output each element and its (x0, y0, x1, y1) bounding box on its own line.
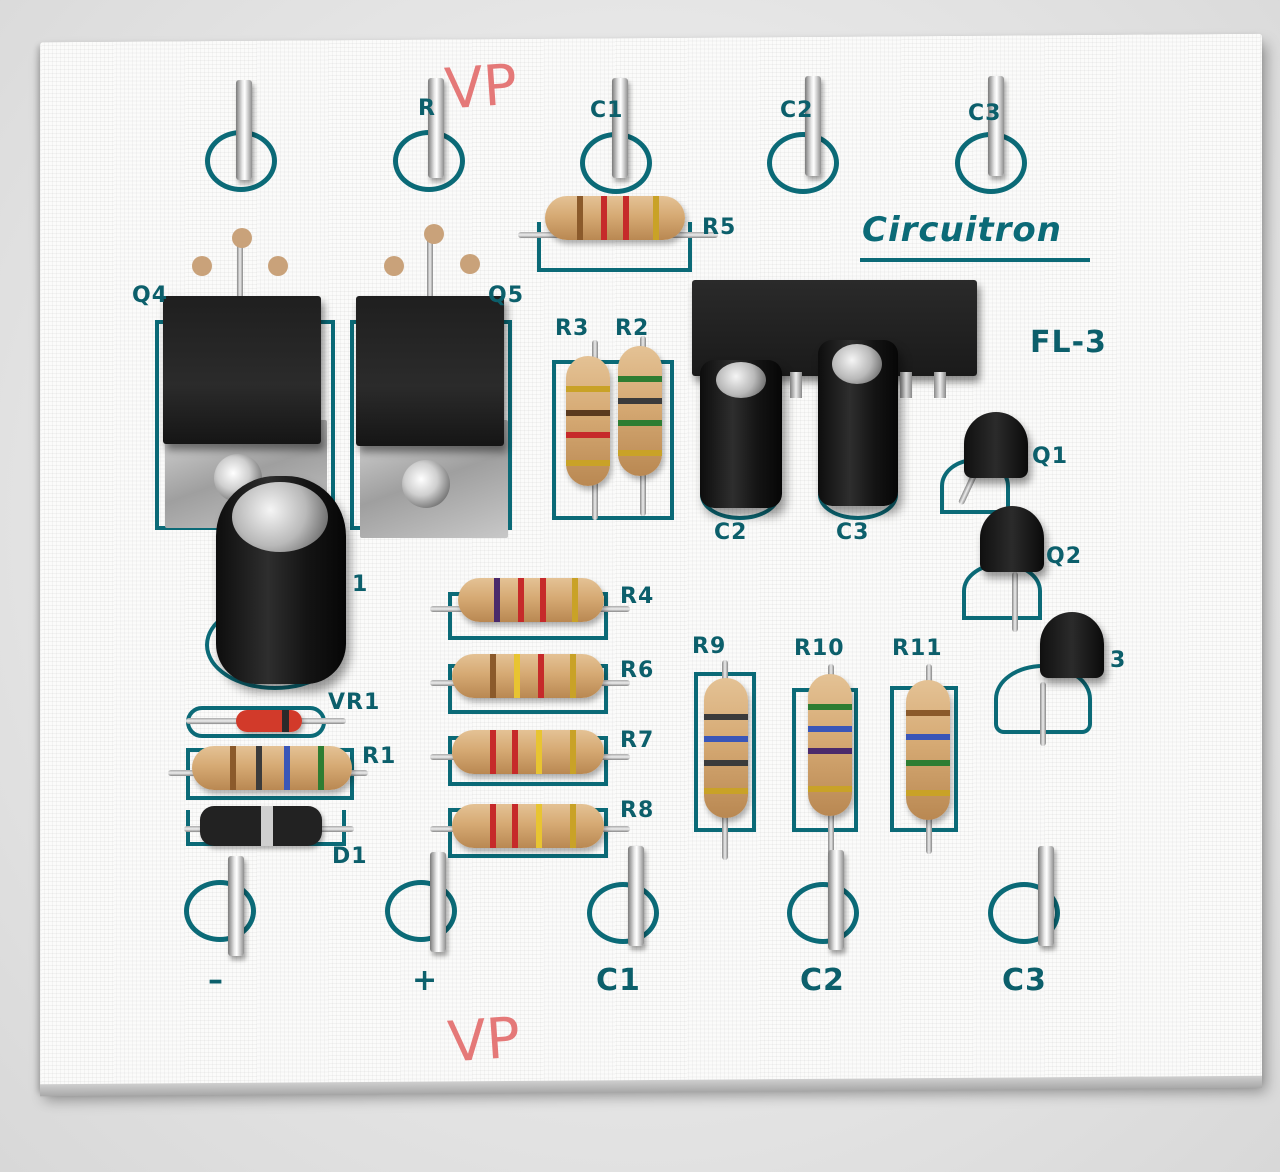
transistor-q1 (964, 412, 1028, 478)
label-q1: Q1 (1032, 444, 1069, 469)
label-q2: Q2 (1046, 544, 1083, 569)
resistor-r7 (452, 730, 604, 774)
pin-bottom-3 (628, 846, 644, 946)
transistor-q5 (356, 296, 504, 446)
lead-q3 (1040, 682, 1046, 746)
label-r7: R7 (620, 728, 655, 753)
pad-bottom-2 (385, 880, 457, 942)
diode-d1 (200, 806, 322, 846)
label-q3: 3 (1110, 648, 1127, 673)
label-r9: R9 (692, 634, 727, 659)
label-q4: Q4 (132, 283, 169, 308)
label-r6: R6 (620, 658, 655, 683)
label-r2: R2 (615, 316, 650, 341)
screw-q5 (402, 460, 450, 508)
pad-bottom-5 (988, 882, 1060, 944)
model-label: FL-3 (1030, 325, 1107, 360)
transistor-q2 (980, 506, 1044, 572)
handwritten-mark-bottom: VP (445, 1005, 523, 1076)
pin-top-4 (805, 76, 821, 176)
label-vr1: VR1 (328, 690, 381, 715)
label-bottom-c2: C2 (800, 963, 845, 998)
solder-q4-a (192, 256, 212, 276)
capacitor-c1-top (232, 482, 328, 552)
lead-q2 (1012, 572, 1018, 632)
pin-top-3 (612, 78, 628, 178)
resistor-r3 (566, 356, 610, 486)
label-r5: R5 (702, 215, 737, 240)
solder-q5-a (384, 256, 404, 276)
label-top-r: R (418, 96, 436, 121)
label-r10: R10 (794, 636, 845, 661)
label-r8: R8 (620, 798, 655, 823)
pin-bottom-4 (828, 850, 844, 950)
label-q5: Q5 (488, 283, 525, 308)
solder-q5-b (424, 224, 444, 244)
pin-bottom-5 (1038, 846, 1054, 946)
solder-q4-c (268, 256, 288, 276)
label-r11: R11 (892, 636, 943, 661)
label-top-c2: C2 (780, 98, 814, 123)
handwritten-mark-top: VP (442, 52, 520, 123)
outline-r2-r3 (552, 360, 674, 520)
ic-pin-4 (934, 372, 946, 398)
resistor-r4 (458, 578, 604, 622)
capacitor-c2-top (716, 362, 766, 398)
label-c1: 1 (352, 572, 369, 597)
zener-vr1 (236, 710, 302, 732)
label-top-c1: C1 (590, 98, 624, 123)
pad-bottom-3 (587, 882, 659, 944)
resistor-r2 (618, 346, 662, 476)
pin-top-1 (236, 80, 252, 180)
label-bottom-c3: C3 (1002, 963, 1047, 998)
pin-top-5 (988, 76, 1004, 176)
label-d1: D1 (332, 844, 368, 869)
transistor-q3 (1040, 612, 1104, 678)
resistor-r5 (545, 196, 685, 240)
ic-pin-1 (790, 372, 802, 398)
resistor-r10 (808, 674, 852, 816)
solder-q5-c (460, 254, 480, 274)
pad-bottom-1 (184, 880, 256, 942)
solder-q4-b (232, 228, 252, 248)
label-bottom-minus: – (208, 963, 224, 998)
brand-logo: Circuitron (862, 210, 1062, 250)
label-c2: C2 (714, 520, 748, 545)
label-r1: R1 (362, 744, 397, 769)
resistor-r6 (452, 654, 604, 698)
label-bottom-c1: C1 (596, 963, 641, 998)
label-r3: R3 (555, 316, 590, 341)
pin-bottom-1 (228, 856, 244, 956)
outline-r5 (537, 222, 692, 272)
ic-pin-3 (900, 372, 912, 398)
pin-top-2 (428, 78, 444, 178)
resistor-r9 (704, 678, 748, 818)
lead-q5-mid (427, 232, 433, 302)
pad-top-4 (767, 132, 839, 194)
label-r4: R4 (620, 584, 655, 609)
resistor-r11 (906, 680, 950, 820)
label-top-c3: C3 (968, 101, 1002, 126)
logo-underline (860, 258, 1090, 262)
label-c3: C3 (836, 520, 870, 545)
transistor-q4 (163, 296, 321, 444)
pad-bottom-4 (787, 882, 859, 944)
resistor-r1 (192, 746, 352, 790)
resistor-r8 (452, 804, 604, 848)
lead-q4-mid (237, 232, 243, 302)
capacitor-c3-top (832, 344, 882, 384)
pin-bottom-2 (430, 852, 446, 952)
label-bottom-plus: + (412, 963, 439, 998)
